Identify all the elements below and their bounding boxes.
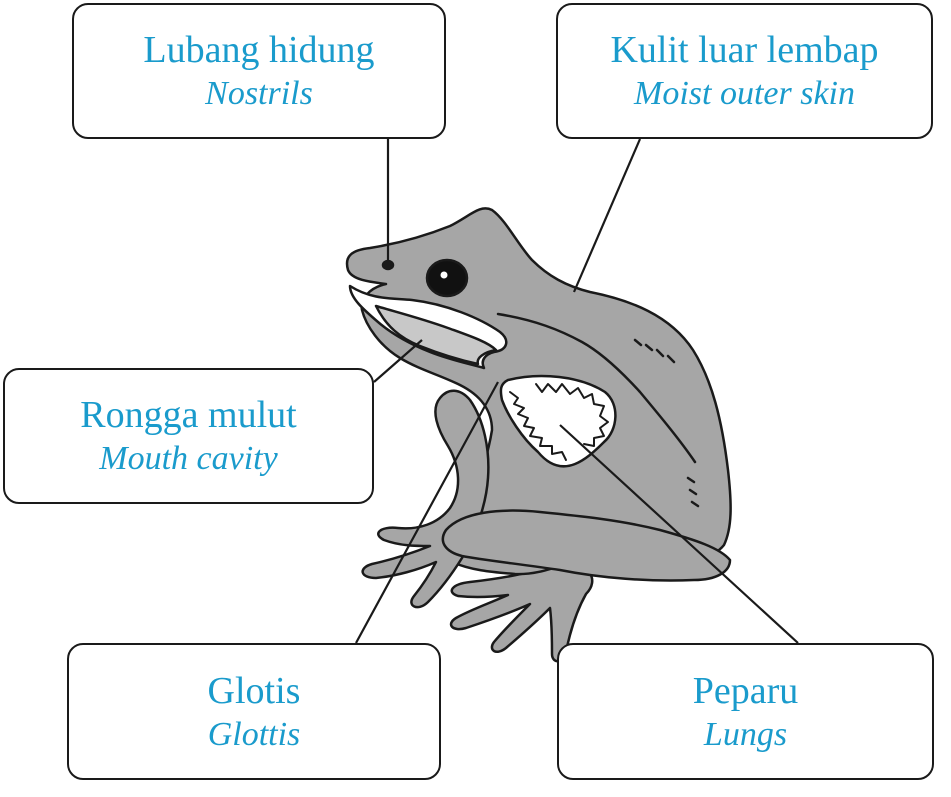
label-moist-skin: Kulit luar lembap Moist outer skin: [556, 3, 933, 139]
frog-skin-dashes: [633, 338, 700, 508]
frog-dorsal-fold: [496, 312, 697, 464]
leader-glottis: [355, 381, 499, 644]
leader-lungs: [559, 424, 799, 644]
label-skin-english: Moist outer skin: [634, 75, 855, 112]
label-nostrils: Lubang hidung Nostrils: [72, 3, 446, 139]
leader-lines: [355, 138, 799, 644]
label-nostrils-malay: Lubang hidung: [143, 29, 375, 71]
lung-right: [535, 383, 609, 447]
label-mouth-cavity: Rongga mulut Mouth cavity: [3, 368, 374, 504]
label-mouth-malay: Rongga mulut: [80, 394, 297, 436]
label-glottis: Glotis Glottis: [67, 643, 441, 780]
leader-mouth: [373, 339, 423, 383]
label-lungs-malay: Peparu: [692, 669, 799, 712]
eye-highlight: [440, 271, 448, 279]
label-nostrils-english: Nostrils: [205, 75, 313, 112]
label-skin-malay: Kulit luar lembap: [610, 29, 879, 71]
frog-front-leg: [361, 389, 490, 609]
label-glottis-english: Glottis: [207, 715, 301, 753]
frog-illustration: [345, 207, 732, 663]
frog-eye: [425, 258, 469, 298]
leader-skin: [572, 138, 642, 293]
nostril: [381, 259, 395, 271]
label-glottis-malay: Glotis: [207, 669, 301, 712]
lung-left: [509, 391, 567, 461]
label-lungs: Peparu Lungs: [557, 643, 934, 780]
label-mouth-english: Mouth cavity: [99, 440, 278, 477]
label-lungs-english: Lungs: [703, 715, 788, 753]
frog-thigh: [441, 509, 732, 582]
